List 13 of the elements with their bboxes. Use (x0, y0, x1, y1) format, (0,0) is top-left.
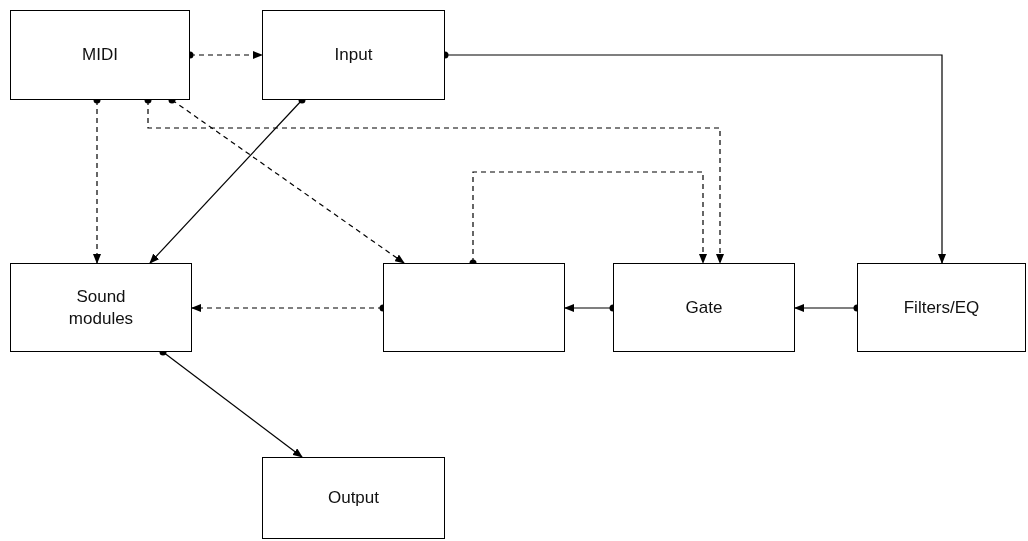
process-box (262, 457, 445, 539)
box-label: Sound modules (67, 286, 135, 329)
box-label: Gate (684, 296, 724, 319)
box-label: Input (333, 44, 374, 66)
process-box (857, 263, 1026, 352)
process-box (383, 263, 565, 352)
box-label: Filters/EQ (902, 296, 981, 319)
process-box (613, 263, 795, 352)
process-box (10, 10, 190, 100)
process-box (262, 10, 445, 100)
process-box (10, 263, 192, 352)
box-label: MIDI (81, 44, 119, 66)
box-label: Output (326, 487, 380, 509)
